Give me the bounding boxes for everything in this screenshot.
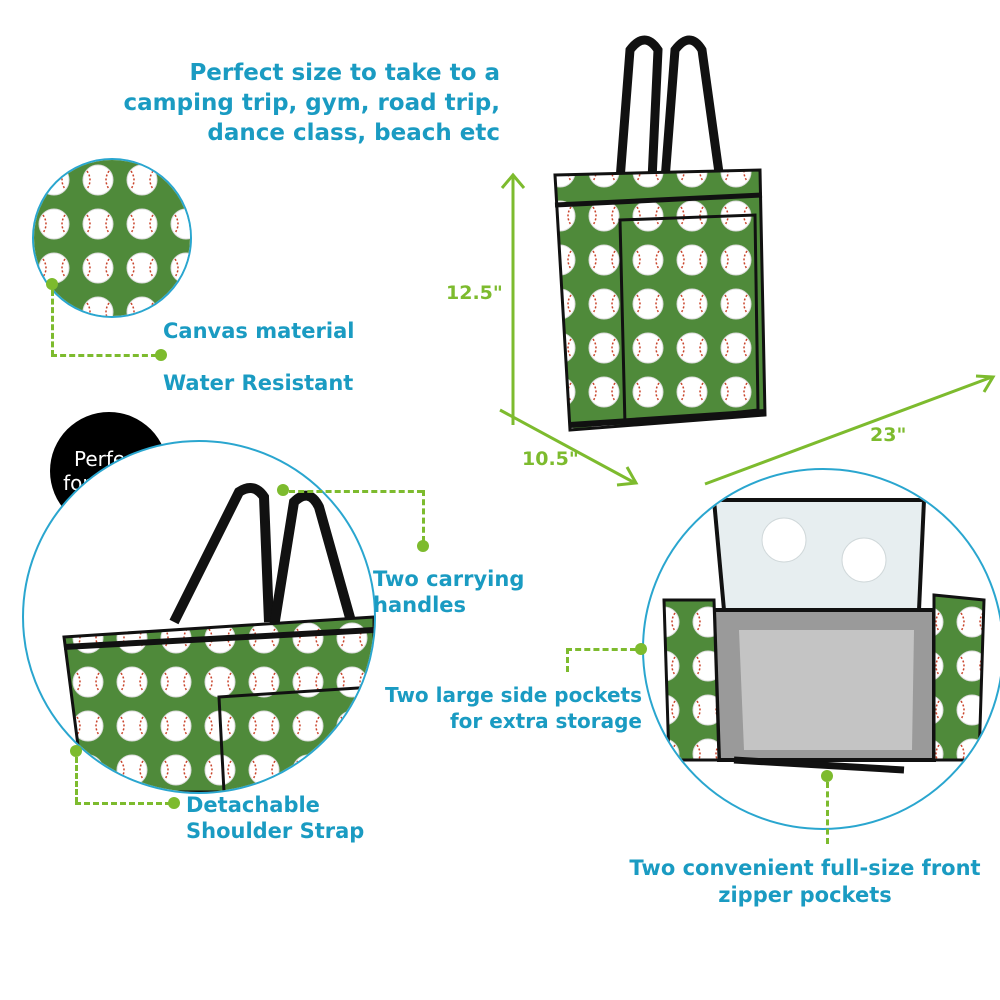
- side-pockets-line-1: Two large side pockets: [385, 683, 642, 707]
- strap-label-line-2: Shoulder Strap: [186, 819, 365, 843]
- handles-label: Two carrying handles: [373, 566, 524, 618]
- front-pocket-leader-v: [826, 782, 829, 844]
- front-pockets-label: Two convenient full-size front zipper po…: [610, 855, 1000, 909]
- handles-label-line-2: handles: [373, 593, 467, 617]
- width-label: 23": [870, 424, 907, 446]
- handles-leader-v: [422, 490, 425, 542]
- front-pocket-dot: [821, 770, 833, 782]
- headline-line-3: dance class, beach etc: [207, 120, 500, 146]
- fabric-end-dot: [155, 349, 167, 361]
- open-bag-image: [662, 498, 986, 774]
- fabric-detail-circle: [32, 158, 192, 318]
- strap-label-line-1: Detachable: [186, 793, 320, 817]
- water-resistant-label: Water Resistant: [163, 371, 354, 395]
- main-bag-image: [553, 35, 767, 432]
- fabric-dot: [46, 278, 58, 290]
- headline: Perfect size to take to a camping trip, …: [120, 58, 500, 148]
- handles-dot: [277, 484, 289, 496]
- interior-detail-circle: [642, 468, 1000, 830]
- side-pocket-dot: [635, 643, 647, 655]
- fabric-leader-h: [51, 354, 157, 357]
- front-pockets-line-2: zipper pockets: [718, 883, 892, 907]
- strap-dot: [70, 745, 82, 757]
- side-pockets-line-2: for extra storage: [449, 709, 642, 733]
- height-arrow: [500, 172, 526, 425]
- handles-bag-image: [62, 483, 374, 792]
- front-pockets-line-1: Two convenient full-size front: [629, 856, 981, 880]
- handles-label-line-1: Two carrying: [373, 567, 525, 591]
- fabric-leader-v: [51, 290, 54, 356]
- headline-line-2: camping trip, gym, road trip,: [123, 90, 500, 116]
- height-label: 12.5": [446, 282, 503, 304]
- strap-end-dot: [168, 797, 180, 809]
- side-pockets-label: Two large side pockets for extra storage: [380, 682, 642, 734]
- handles-end-dot: [417, 540, 429, 552]
- width-arrow: [704, 374, 996, 486]
- side-pocket-leader-h: [566, 648, 636, 651]
- handles-detail-circle: [22, 440, 376, 794]
- depth-arrow: [499, 408, 639, 487]
- strap-leader-h: [75, 802, 171, 805]
- canvas-material-label: Canvas material: [163, 319, 355, 343]
- fabric-pattern-image: [34, 160, 190, 316]
- headline-line-1: Perfect size to take to a: [189, 60, 500, 86]
- strap-label: Detachable Shoulder Strap: [186, 792, 364, 844]
- depth-label: 10.5": [522, 448, 579, 470]
- handles-leader-h: [289, 490, 423, 493]
- strap-leader-v: [75, 757, 78, 803]
- side-pocket-leader-v: [566, 648, 569, 672]
